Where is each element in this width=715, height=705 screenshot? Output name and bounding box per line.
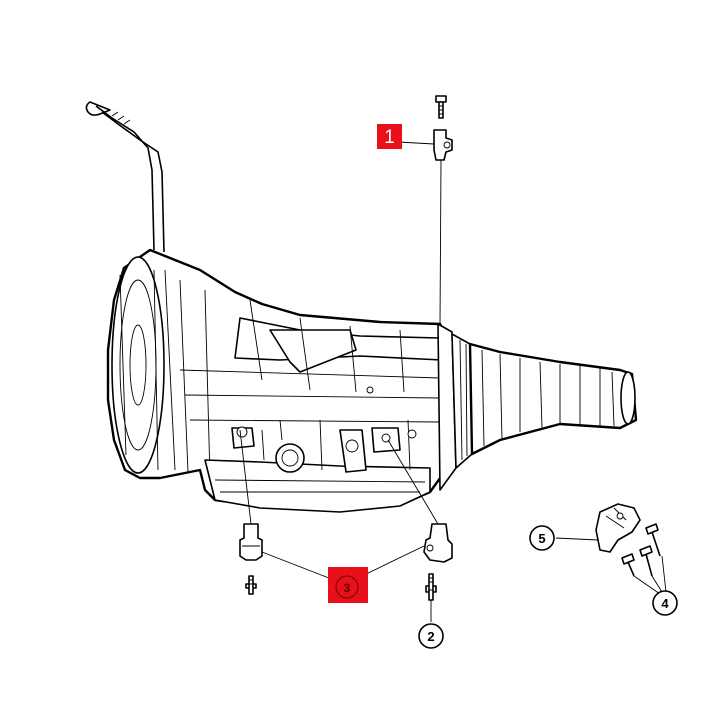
callout-3: 3 bbox=[328, 567, 368, 603]
callout-4-label: 4 bbox=[661, 596, 669, 611]
callout-1-highlight bbox=[377, 124, 402, 149]
part-3-leaders bbox=[261, 545, 425, 581]
callout-2: 2 bbox=[418, 623, 444, 649]
part-2-bolt-right bbox=[425, 573, 437, 622]
callout-4: 4 bbox=[652, 590, 678, 616]
callout-5: 5 bbox=[529, 525, 555, 551]
part-4-fasteners bbox=[621, 523, 667, 595]
callout-1-label: 1 bbox=[384, 127, 395, 148]
callout-3-highlight bbox=[328, 567, 368, 603]
transmission-assembly bbox=[106, 248, 638, 513]
part-2-bolt-left bbox=[245, 575, 257, 595]
part-3-left-sensor bbox=[239, 429, 263, 561]
callout-5-label: 5 bbox=[538, 531, 545, 546]
part-5-mount bbox=[555, 503, 641, 553]
part-3-right-sensor bbox=[387, 439, 453, 563]
callout-3-label: 3 bbox=[344, 581, 351, 595]
part-1-sensor bbox=[397, 95, 453, 325]
callout-2-label: 2 bbox=[427, 629, 434, 644]
callout-1: 1 bbox=[377, 124, 402, 149]
dipstick-tube bbox=[85, 101, 165, 253]
